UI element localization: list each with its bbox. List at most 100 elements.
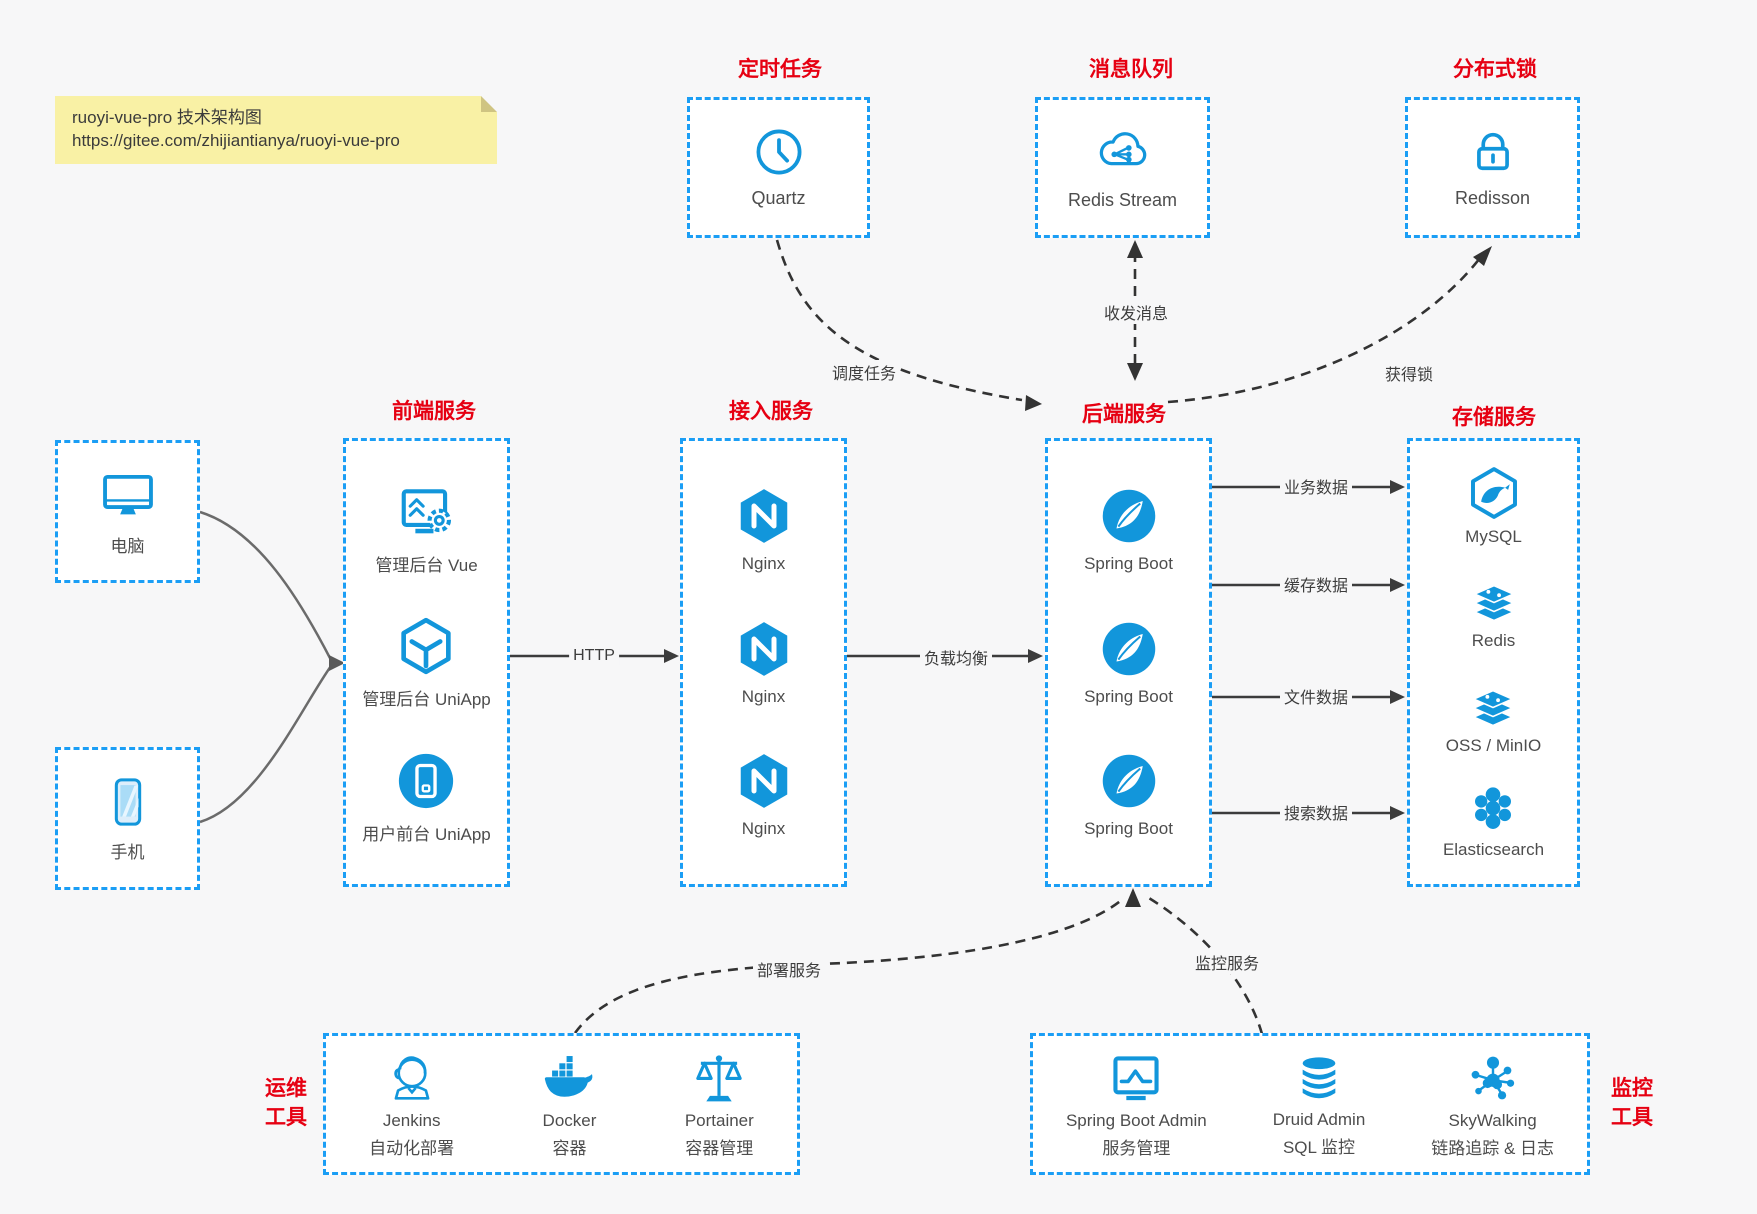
frontend-item-admin-uniapp: 管理后台 UniApp — [362, 615, 491, 710]
storage-item-mysql: MySQL — [1465, 465, 1522, 547]
tool-desc: 自动化部署 — [369, 1138, 455, 1158]
tool-desc: 服务管理 — [1102, 1138, 1171, 1158]
monitor-item-skywalking: SkyWalking 链路追踪 & 日志 — [1431, 1050, 1554, 1159]
docker-icon — [540, 1050, 598, 1108]
ops-tools-box: Jenkins 自动化部署 Docker 容器 Portainer 容器管理 — [323, 1033, 800, 1175]
phone-client-box: 手机 — [55, 747, 200, 890]
note-fold-corner — [481, 96, 497, 112]
gateway-item-nginx-1: Nginx — [734, 486, 794, 574]
tool-name: Docker — [542, 1110, 597, 1130]
edge-label-monitor: 监控服务 — [1190, 950, 1264, 974]
title-distributed-lock: 分布式锁 — [1453, 58, 1537, 81]
frontend-item-user-uniapp: 用户前台 UniApp — [362, 750, 491, 845]
pc-label: 电脑 — [110, 537, 145, 556]
redis-stack-icon — [1467, 571, 1521, 625]
backend-item-spring-3: Spring Boot — [1084, 751, 1173, 839]
note-url: https://gitee.com/zhijiantianya/ruoyi-vu… — [72, 131, 400, 150]
spring-boot-icon — [1099, 486, 1159, 546]
monitor-item-druid: Druid Admin SQL 监控 — [1272, 1051, 1366, 1158]
edge-label-business-data: 业务数据 — [1279, 474, 1353, 498]
gateway-item-nginx-3: Nginx — [734, 751, 794, 839]
storage-item-oss-minio: OSS / MinIO — [1446, 676, 1541, 756]
tool-name: Spring Boot Admin — [1065, 1110, 1207, 1130]
quartz-box: Quartz — [687, 97, 870, 238]
title-backend-services: 后端服务 — [1082, 403, 1166, 426]
admin-vue-icon — [396, 481, 458, 543]
title-message-queue: 消息队列 — [1089, 58, 1173, 81]
tool-desc: SQL 监控 — [1282, 1137, 1356, 1157]
title-monitor-tools: 监控 工具 — [1611, 1077, 1653, 1129]
tool-name: Jenkins — [382, 1110, 441, 1130]
spring-boot-admin-icon — [1107, 1050, 1165, 1108]
title-gateway-services: 接入服务 — [729, 400, 813, 423]
edge-label-search-data: 搜索数据 — [1279, 800, 1353, 824]
redis-stream-label: Redis Stream — [1067, 190, 1178, 210]
tool-desc: 容器 — [552, 1138, 587, 1158]
title-storage-services: 存储服务 — [1452, 406, 1536, 429]
tool-name: Druid Admin — [1272, 1109, 1366, 1129]
nginx-icon — [734, 751, 794, 811]
spring-boot-icon — [1099, 619, 1159, 679]
item-label: Spring Boot — [1084, 553, 1173, 573]
edge-label-file-data: 文件数据 — [1279, 684, 1353, 708]
desktop-icon — [99, 466, 157, 524]
monitor-item-spring-boot-admin: Spring Boot Admin 服务管理 — [1066, 1050, 1207, 1159]
edge-label-acquire-lock: 获得锁 — [1380, 361, 1438, 385]
storage-item-redis: Redis — [1467, 571, 1521, 651]
mysql-icon — [1466, 465, 1522, 521]
user-app-icon — [395, 750, 457, 812]
item-label: 管理后台 Vue — [375, 555, 478, 575]
nginx-icon — [734, 486, 794, 546]
item-label: MySQL — [1465, 527, 1522, 547]
title-ops-tools: 运维 工具 — [265, 1077, 307, 1129]
edge-label-schedule: 调度任务 — [827, 360, 901, 384]
item-label: OSS / MinIO — [1445, 735, 1542, 755]
tool-name: SkyWalking — [1448, 1110, 1537, 1130]
skywalking-icon — [1464, 1050, 1522, 1108]
redisson-box: Redisson — [1405, 97, 1580, 238]
item-label: Nginx — [741, 686, 786, 706]
backend-item-spring-1: Spring Boot — [1084, 486, 1173, 574]
item-label: Spring Boot — [1084, 686, 1173, 706]
nginx-icon — [734, 619, 794, 679]
item-label: Nginx — [741, 819, 786, 839]
frontend-item-admin-vue: 管理后台 Vue — [375, 481, 478, 576]
edge-label-deploy: 部署服务 — [752, 957, 826, 981]
pc-client-box: 电脑 — [55, 440, 200, 583]
ops-item-docker: Docker 容器 — [540, 1050, 598, 1159]
elasticsearch-icon — [1466, 780, 1520, 834]
quartz-label: Quartz — [751, 188, 806, 208]
ops-item-portainer: Portainer 容器管理 — [685, 1050, 754, 1159]
item-label: Elasticsearch — [1442, 839, 1545, 859]
arrowhead-deploy-monitor — [1125, 888, 1141, 907]
item-label: Spring Boot — [1084, 819, 1173, 839]
cloud-message-icon — [1095, 124, 1151, 180]
uniapp-cube-icon — [395, 615, 457, 677]
edge-phone-to-frontend — [199, 665, 333, 824]
storage-services-box: MySQL Redis OSS / MinIO Elasticsearch — [1407, 438, 1580, 887]
arrowhead-schedule — [1025, 395, 1042, 411]
tool-desc: 容器管理 — [685, 1138, 754, 1158]
ops-item-jenkins: Jenkins 自动化部署 — [369, 1050, 454, 1159]
item-label: Nginx — [741, 553, 786, 573]
oss-stack-icon — [1466, 676, 1520, 730]
title-frontend-services: 前端服务 — [392, 400, 476, 423]
edge-pc-to-frontend — [199, 510, 333, 661]
backend-item-spring-2: Spring Boot — [1084, 619, 1173, 707]
sticky-note: ruoyi-vue-pro 技术架构图 https://gitee.com/zh… — [55, 96, 497, 164]
note-title: ruoyi-vue-pro 技术架构图 — [72, 108, 262, 127]
backend-services-box: Spring Boot Spring Boot Spring Boot — [1045, 438, 1212, 887]
item-label: Redis — [1471, 631, 1516, 651]
storage-item-elasticsearch: Elasticsearch — [1443, 780, 1544, 860]
arrowhead-lock — [1473, 246, 1492, 266]
phone-label: 手机 — [110, 843, 145, 862]
redisson-label: Redisson — [1454, 188, 1531, 208]
arrowhead-messaging-up — [1127, 240, 1143, 258]
druid-icon — [1291, 1051, 1347, 1107]
portainer-icon — [690, 1050, 748, 1108]
lock-icon — [1467, 126, 1519, 178]
arrowhead-messaging-down — [1127, 363, 1143, 381]
edge-deploy — [573, 897, 1125, 1034]
clock-icon — [753, 126, 805, 178]
frontend-services-box: 管理后台 Vue 管理后台 UniApp 用户前台 UniApp — [343, 438, 510, 887]
